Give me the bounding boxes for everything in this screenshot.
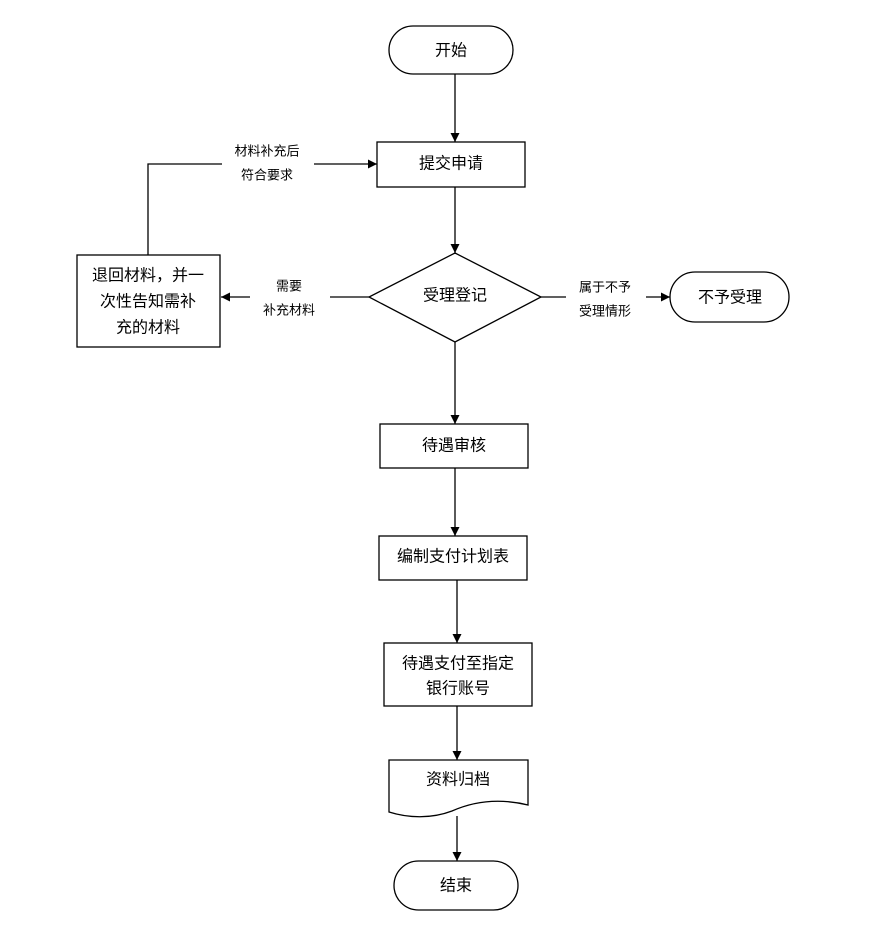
node-return-materials-line-3: 充的材料 (116, 318, 180, 337)
edge-label-resubmit: 材料补充后 符合要求 (222, 140, 314, 188)
edge-label-not-accepted-line-1: 属于不予 (579, 281, 631, 296)
node-plan: 编制支付计划表 (378, 535, 528, 581)
node-reject: 不予受理 (669, 271, 790, 323)
edge-label-need-materials-line-2: 补充材料 (263, 303, 315, 319)
node-start-label: 开始 (435, 41, 467, 60)
edge-label-need-materials-line-1: 需要 (276, 280, 302, 295)
node-return-materials-line-1: 退回材料，并一 (92, 266, 204, 285)
node-reject-label: 不予受理 (698, 288, 762, 307)
node-archive-label: 资料归档 (426, 770, 490, 789)
node-review: 待遇审核 (379, 423, 529, 469)
edge-label-need-materials: 需要 补充材料 (250, 276, 330, 322)
edge-label-resubmit-line-2: 符合要求 (241, 168, 293, 184)
node-archive: 资料归档 (388, 759, 529, 818)
node-end-label: 结束 (440, 876, 472, 895)
node-pay: 待遇支付至指定 银行账号 (383, 642, 533, 707)
edge-label-resubmit-line-1: 材料补充后 (234, 144, 299, 160)
node-plan-label: 编制支付计划表 (397, 547, 509, 566)
node-review-label: 待遇审核 (422, 436, 486, 455)
node-submit-label: 提交申请 (419, 154, 483, 173)
node-submit: 提交申请 (376, 141, 526, 188)
node-pay-line-2: 银行账号 (426, 679, 490, 698)
node-end: 结束 (393, 860, 519, 911)
node-return-materials: 退回材料，并一 次性告知需补 充的材料 (76, 254, 221, 348)
edge-label-not-accepted-line-2: 受理情形 (579, 305, 631, 320)
node-register-label: 受理登记 (423, 286, 487, 305)
node-pay-line-1: 待遇支付至指定 (402, 654, 514, 673)
node-start: 开始 (388, 25, 514, 75)
node-register: 受理登记 (367, 252, 543, 343)
node-return-materials-line-2: 次性告知需补 (100, 292, 196, 311)
edge-label-not-accepted: 属于不予 受理情形 (566, 276, 646, 322)
